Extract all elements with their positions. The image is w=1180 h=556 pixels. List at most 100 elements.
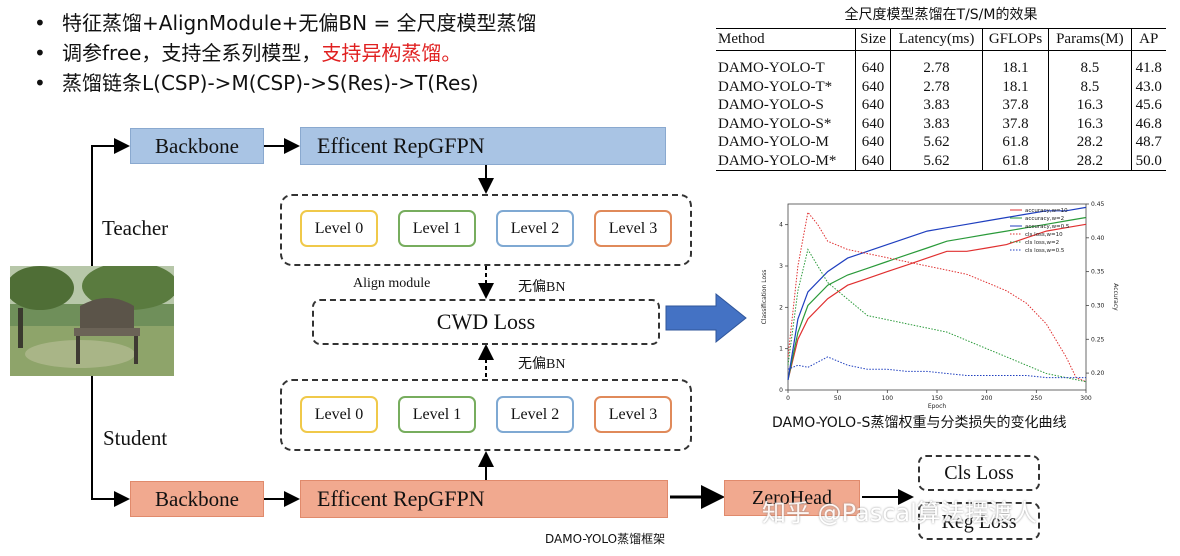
- table-cell: DAMO-YOLO-M*: [716, 151, 856, 171]
- table-cell: 640: [855, 59, 891, 78]
- table-gap-row: [716, 50, 1166, 59]
- table-cell: 45.6: [1130, 96, 1166, 115]
- teacher-level-2: Level 2: [496, 210, 574, 247]
- table-cell: 16.3: [1048, 96, 1132, 115]
- cwd-loss-label: CWD Loss: [436, 309, 536, 334]
- table-cell: 8.5: [1048, 59, 1132, 78]
- student-level-2: Level 2: [496, 396, 574, 433]
- series-line: [787, 216, 1087, 381]
- x-tick-label: 50: [834, 395, 842, 402]
- bullet-dot: •: [34, 71, 46, 95]
- header-gflops: GFLOPs: [981, 28, 1049, 51]
- table-cell: 28.2: [1048, 133, 1132, 152]
- legend-label: cls loss,w=2: [1025, 240, 1059, 246]
- bullet-item: • 蒸馏链条L(CSP)->M(CSP)->S(Res)->T(Res): [34, 68, 674, 98]
- arrow-to-student-backbone: [91, 376, 130, 507]
- y2-axis-label: Accuracy: [1112, 283, 1119, 311]
- table-cell: 3.83: [890, 114, 983, 133]
- table-cell: 5.62: [890, 151, 983, 171]
- x-tick-label: 150: [931, 395, 943, 402]
- table-cell: 16.3: [1048, 114, 1132, 133]
- cls-loss-label: Cls Loss: [944, 461, 1014, 484]
- bullet-highlight: 支持异构蒸馏。: [321, 41, 462, 65]
- student-neck: Efficent RepGFPN: [300, 480, 668, 518]
- series-line: [787, 248, 1087, 383]
- table-cell: 41.8: [1130, 59, 1166, 78]
- teacher-levels-group: [280, 194, 692, 266]
- table-cell: 3.83: [890, 96, 983, 115]
- table-cell: 37.8: [981, 114, 1049, 133]
- table-cell: 18.1: [981, 59, 1049, 78]
- y-tick-label: 3: [779, 263, 783, 270]
- table-cell: 5.62: [890, 133, 983, 152]
- table-cell: 640: [855, 96, 891, 115]
- results-table: Method Size Latency(ms) GFLOPs Params(M)…: [716, 28, 1166, 171]
- table-cell: DAMO-YOLO-T: [718, 60, 825, 76]
- big-arrow-to-chart: [665, 292, 747, 344]
- y-tick-label: 0: [779, 387, 783, 394]
- x-tick-label: 200: [981, 395, 993, 402]
- header-size: Size: [855, 28, 891, 51]
- y-axis-label: Classification Loss: [761, 270, 768, 325]
- bullet-list: • 特征蒸馏+AlignModule+无偏BN = 全尺度模型蒸馏 • 调参fr…: [34, 8, 674, 98]
- student-label: Student: [103, 426, 168, 450]
- cwd-loss-box: [312, 299, 660, 345]
- table-cell: 2.78: [890, 59, 983, 78]
- student-level-0: Level 0: [300, 396, 378, 433]
- student-backbone: Backbone: [130, 481, 264, 517]
- series-line: [787, 206, 1087, 380]
- teacher-level-3: Level 3: [594, 210, 672, 247]
- y2-tick-label: 0.25: [1091, 336, 1105, 343]
- teacher-level-0: Level 0: [300, 210, 378, 247]
- series-line: [787, 356, 1086, 379]
- y2-tick-label: 0.30: [1091, 302, 1105, 309]
- legend-label: accuracy,w=2: [1025, 216, 1064, 222]
- table-cell: 50.0: [1130, 151, 1166, 171]
- y2-tick-label: 0.35: [1091, 269, 1105, 276]
- table-cell: 2.78: [890, 77, 983, 96]
- bullet-text: 调参free，支持全系列模型，: [62, 41, 322, 65]
- bullet-text: 特征蒸馏+AlignModule+无偏BN = 全尺度模型蒸馏: [62, 11, 537, 35]
- table-cell: DAMO-YOLO-S: [718, 97, 824, 113]
- zero-head: ZeroHead: [724, 480, 860, 516]
- table-cell: 640: [855, 77, 891, 96]
- table-cell: 61.8: [981, 151, 1049, 171]
- legend-label: accuracy,w=10: [1025, 208, 1068, 214]
- legend-label: accuracy,w=0.5: [1025, 224, 1070, 230]
- table-cell: 8.5: [1048, 77, 1132, 96]
- table-cell: 48.7: [1130, 133, 1166, 152]
- teacher-label: Teacher: [102, 216, 169, 240]
- table-cell: 18.1: [981, 77, 1049, 96]
- table-title: 全尺度模型蒸馏在T/S/M的效果: [844, 7, 1038, 23]
- teacher-level-1: Level 1: [398, 210, 476, 247]
- unbiased-bn-label-top: 无偏BN: [518, 280, 566, 295]
- y-tick-label: 1: [779, 346, 783, 353]
- chart-caption: DAMO-YOLO-S蒸馏权重与分类损失的变化曲线: [772, 415, 1067, 431]
- reg-loss-box: [918, 502, 1040, 540]
- y-tick-label: 4: [779, 222, 783, 229]
- bullet-item: • 特征蒸馏+AlignModule+无偏BN = 全尺度模型蒸馏: [34, 8, 674, 38]
- y2-tick-label: 0.40: [1091, 235, 1105, 242]
- x-tick-label: 300: [1080, 395, 1092, 402]
- x-axis-label: Epoch: [928, 403, 947, 410]
- arrow-to-teacher-backbone: [91, 138, 130, 266]
- bullet-item: • 调参free，支持全系列模型，支持异构蒸馏。: [34, 38, 674, 68]
- teacher-neck: Efficent RepGFPN: [300, 127, 666, 165]
- table-cell: DAMO-YOLO-S*: [718, 115, 832, 132]
- align-module-label: Align module: [353, 276, 431, 291]
- table-cell: 61.8: [981, 133, 1049, 152]
- x-tick-label: 250: [1031, 395, 1043, 402]
- input-image: [10, 266, 174, 376]
- unbiased-bn-label-bottom: 无偏BN: [518, 357, 566, 372]
- bullet-dot: •: [34, 11, 46, 35]
- header-latency: Latency(ms): [890, 28, 983, 51]
- table-cell: 640: [855, 151, 891, 171]
- framework-caption: DAMO-YOLO蒸馏框架: [545, 532, 666, 546]
